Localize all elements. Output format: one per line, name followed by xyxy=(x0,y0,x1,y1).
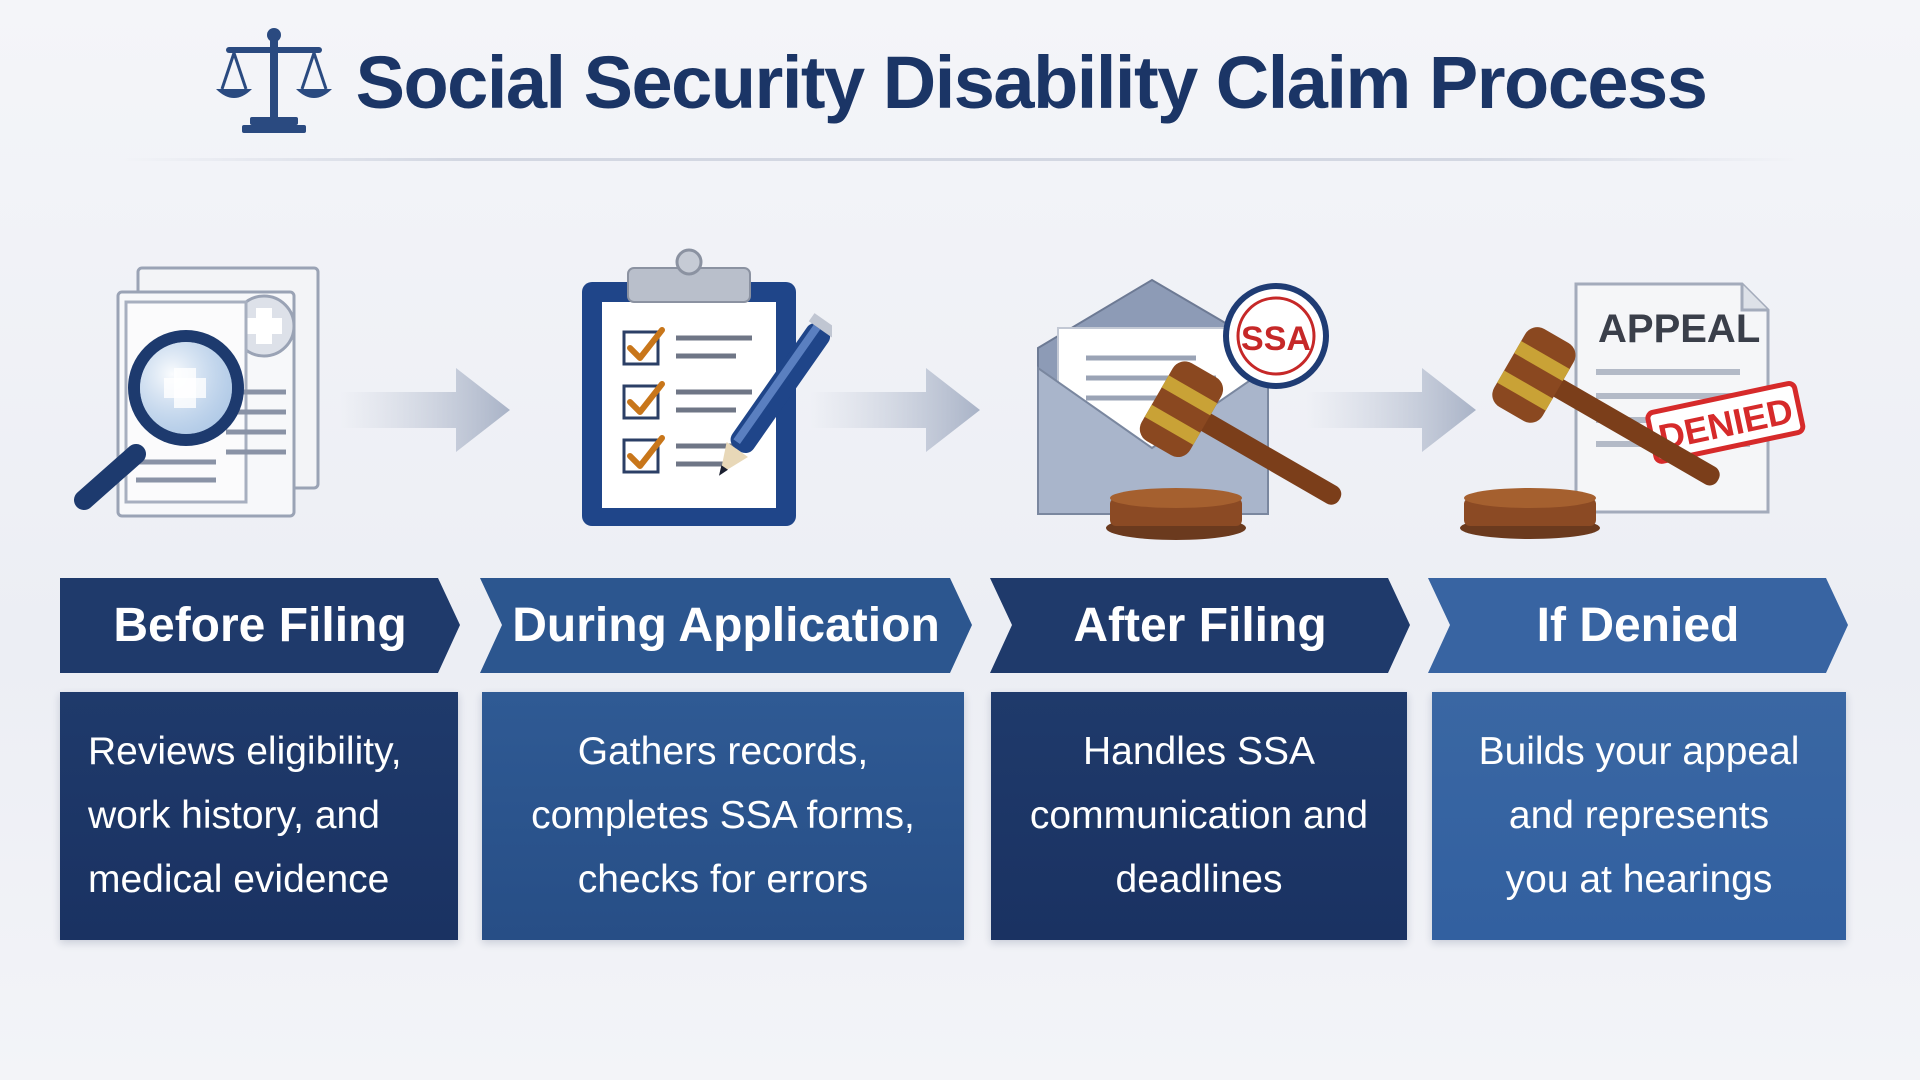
clipboard-checklist-icon xyxy=(582,248,832,526)
magnifying-glass-documents-icon xyxy=(74,266,320,518)
envelope-gavel-icon: SSA xyxy=(1037,278,1342,540)
appeal-denied-gavel-icon: APPEAL DENIED xyxy=(1460,282,1806,539)
chevron-banner xyxy=(480,578,972,673)
chevron-banner xyxy=(60,578,460,673)
step-header-during-application: During Application xyxy=(480,578,972,673)
step-description-before-filing: Reviews eligibility, work history, and m… xyxy=(60,692,458,940)
chevron-banner xyxy=(990,578,1410,673)
title-divider xyxy=(120,158,1800,161)
seal-text: SSA xyxy=(1241,320,1311,358)
step-header-before-filing: Before Filing xyxy=(60,578,460,673)
page-title: Social Security Disability Claim Process xyxy=(355,40,1708,124)
step-description-after-filing: Handles SSA communication and deadlines xyxy=(991,692,1407,940)
step-header-if-denied: If Denied xyxy=(1428,578,1848,673)
arrow-right-icon xyxy=(340,368,510,452)
scales-of-justice-icon xyxy=(215,28,332,133)
chevron-banner xyxy=(1428,578,1848,673)
arrow-right-icon xyxy=(1306,368,1476,452)
step-header-after-filing: After Filing xyxy=(990,578,1410,673)
arrow-right-icon xyxy=(810,368,980,452)
appeal-heading: APPEAL xyxy=(1598,307,1760,351)
step-description-if-denied: Builds your appeal and represents you at… xyxy=(1432,692,1846,940)
step-description-during-application: Gathers records, completes SSA forms, ch… xyxy=(482,692,964,940)
title-bar: Social Security Disability Claim Process xyxy=(0,22,1920,142)
